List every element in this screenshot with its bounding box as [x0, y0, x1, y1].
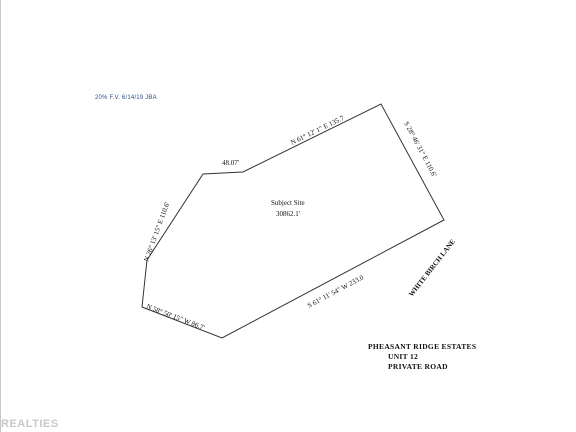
- left-frame-edge: [0, 0, 1, 432]
- property-boundary: [141, 103, 445, 339]
- north-long-label: N 61° 12' 1" E 135.7: [289, 114, 345, 147]
- road-label: WHITE BIRCH LANE: [407, 238, 457, 299]
- subdivision-name: PHEASANT RIDGE ESTATES: [368, 342, 477, 351]
- subdivision-road-type: PRIVATE ROAD: [388, 362, 448, 371]
- subdivision-legend: PHEASANT RIDGE ESTATES UNIT 12 PRIVATE R…: [368, 342, 478, 372]
- east-label: S 28° 46' 31" E 110.6': [402, 120, 438, 178]
- southwest-label: N 58° 50' 15" W 86.7': [145, 302, 205, 332]
- watermark-logo: REALTIES: [1, 418, 59, 430]
- site-area: 30862.1': [276, 210, 300, 218]
- header-note: 20% F.V. 6/14/19 JBA: [95, 95, 157, 101]
- subdivision-unit: UNIT 12: [388, 352, 419, 361]
- north-short-label: 48.07': [222, 159, 239, 167]
- south-label: S 61° 11' 54" W 233.0: [306, 273, 365, 310]
- site-title: Subject Site: [271, 199, 305, 207]
- west-label: N 26° 13' 15" E 110.6': [142, 201, 171, 263]
